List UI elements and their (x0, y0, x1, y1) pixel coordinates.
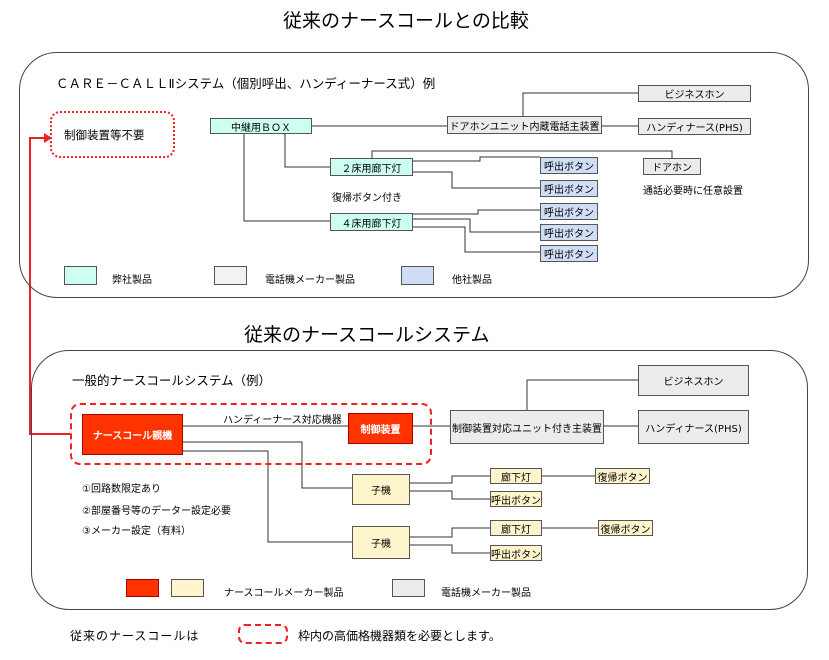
conventional-panel (31, 350, 808, 610)
legend-phone-maker-products: 電話機メーカー製品 (265, 275, 355, 286)
legend-swatch-own (64, 266, 97, 285)
business-phone: ビジネスホン (638, 85, 751, 102)
call-button-2: 呼出ボタン (490, 491, 542, 507)
footer-dashed-sample (238, 624, 288, 644)
sub-title: 従来のナースコールシステム (244, 324, 490, 346)
handy-nurse: ハンディナース(PHS) (638, 118, 751, 135)
corridor-lamp-2bed: ２床用廊下灯 (330, 158, 413, 176)
legend-nurse-call-maker: ナースコールメーカー製品 (224, 588, 344, 599)
care-call-heading: ＣＡＲＥ－ＣＡＬＬⅡシステム（個別呼出、ハンディーナース式）例 (56, 76, 436, 91)
child-unit: 子機 (352, 526, 410, 559)
note-2: ②部屋番号等のデーター設定必要 (82, 506, 231, 517)
note-3: ③メーカー設定（有料） (82, 526, 191, 537)
legend-own-products: 弊社製品 (112, 275, 152, 286)
legend-phone-maker: 電話機メーカー製品 (441, 588, 531, 599)
nurse-call-master: ナースコール親機 (82, 414, 183, 455)
main-unit: 制御装置対応ユニット付き主装置 (450, 410, 604, 444)
footer-left-text: 従来のナースコールは (70, 629, 200, 643)
main-title: 従来のナースコールとの比較 (283, 10, 529, 32)
conventional-heading: 一般的ナースコールシステム（例） (72, 373, 272, 388)
child-unit: 子機 (352, 474, 410, 505)
reset-button: 復帰ボタン (598, 520, 653, 536)
door-unit: ドアホンユニット内蔵電話主装置 (447, 116, 602, 134)
call-button-2: 呼出ボタン (490, 545, 542, 561)
doorphone-note: 通話必要時に任意設置 (643, 186, 743, 197)
note-1: ①回路数限定あり (82, 484, 161, 495)
reset-button: 復帰ボタン (595, 468, 650, 484)
handy-nurse-device-label: ハンディーナース対応機器 (223, 415, 342, 426)
legend-swatch-red (126, 579, 159, 597)
no-control-frame (50, 111, 175, 158)
call-button: 呼出ボタン (540, 245, 598, 262)
legend-swatch-phone-maker (214, 266, 247, 285)
call-button: 呼出ボタン (540, 224, 598, 241)
expensive-equipment-frame (70, 403, 432, 465)
handy-nurse-2: ハンディナース(PHS) (638, 410, 749, 444)
no-control-label: 制御装置等不要 (64, 128, 145, 142)
reset-button-note: 復帰ボタン付き (332, 193, 402, 204)
call-button: 呼出ボタン (540, 180, 598, 197)
corridor-lamp-4bed: ４床用廊下灯 (330, 213, 413, 231)
call-button: 呼出ボタン (540, 157, 598, 174)
footer-right-text: 枠内の高価格機器類を必要とします。 (298, 629, 501, 643)
legend-swatch-cream (171, 579, 204, 597)
business-phone-2: ビジネスホン (638, 365, 749, 396)
call-button: 呼出ボタン (540, 203, 598, 220)
corridor-lamp: 廊下灯 (490, 468, 542, 484)
legend-swatch-gray (392, 579, 425, 597)
control-device: 制御装置 (348, 413, 413, 444)
doorphone: ドアホン (643, 158, 701, 175)
legend-other-products: 他社製品 (452, 275, 492, 286)
corridor-lamp: 廊下灯 (490, 520, 542, 536)
care-call-panel (19, 52, 809, 298)
relay-box: 中継用ＢＯＸ (210, 118, 312, 134)
legend-swatch-other (401, 266, 434, 285)
